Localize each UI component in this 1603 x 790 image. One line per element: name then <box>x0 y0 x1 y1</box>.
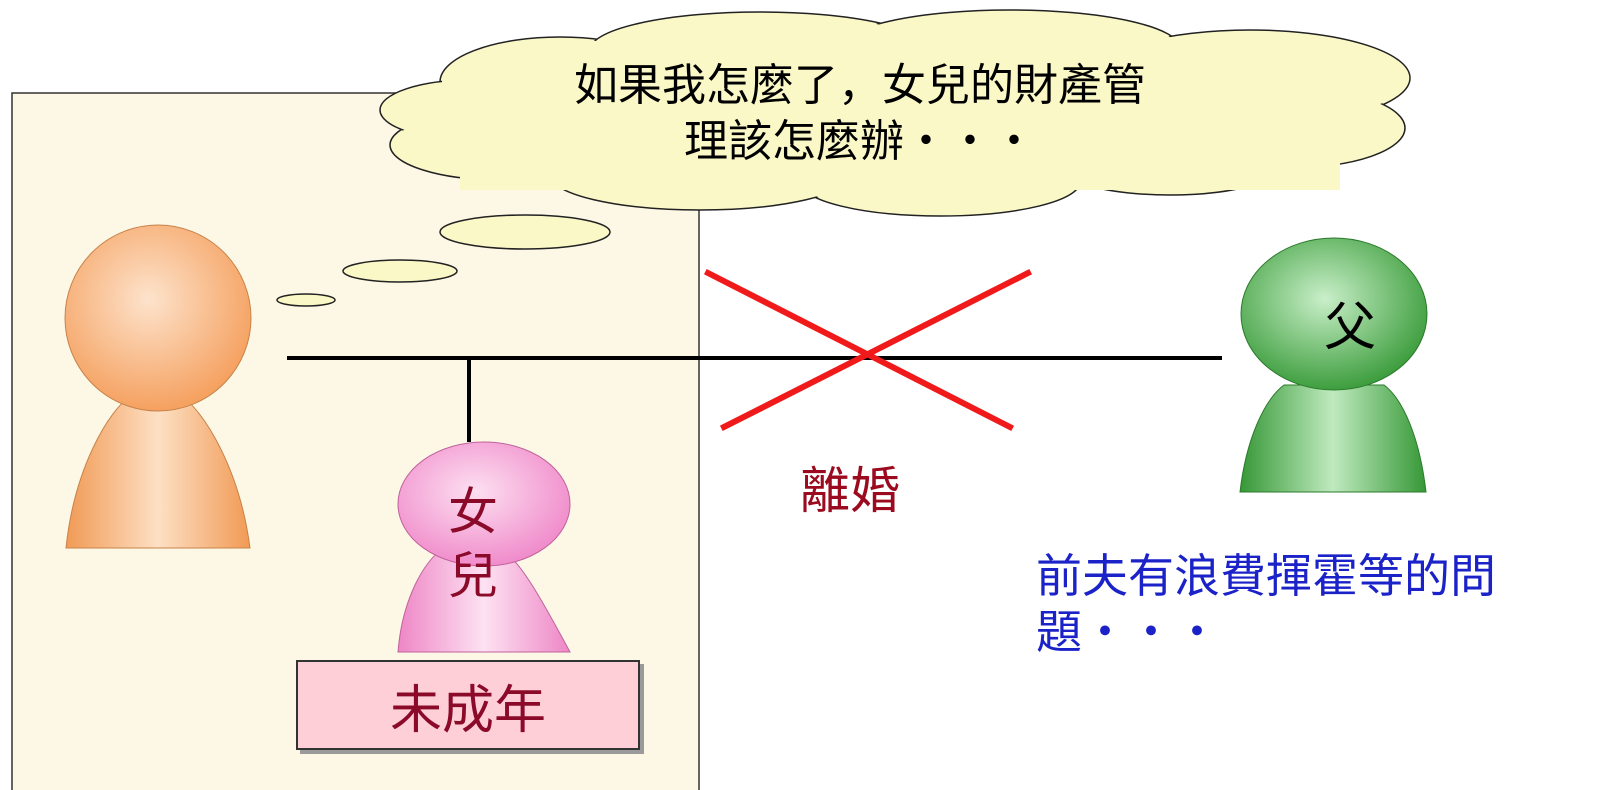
thought-text: 如果我怎麼了，女兒的財產管 理該怎麼辦・・・ <box>430 58 1290 170</box>
divorce-label: 離婚 <box>800 462 900 520</box>
problem-line-1: 前夫有浪費揮霍等的問 <box>1036 549 1496 603</box>
thought-bubble-large <box>439 214 611 250</box>
father-label: 父 <box>1323 298 1376 358</box>
minor-status-box: 未成年 <box>296 660 640 750</box>
mother-person-icon <box>64 224 252 549</box>
problem-line-2: 題・・・ <box>1036 605 1220 659</box>
cross-mark-icon <box>703 268 1033 432</box>
thought-bubble-small <box>276 293 336 307</box>
thought-bubble-medium <box>342 259 458 283</box>
daughter-label: 女 兒 <box>418 480 528 608</box>
father-person-icon <box>1239 237 1428 493</box>
daughter-person-icon <box>397 441 571 653</box>
thought-line-1: 如果我怎麼了，女兒的財產管 <box>574 60 1146 111</box>
ex-husband-problem-text: 前夫有浪費揮霍等的問 題・・・ <box>1036 548 1596 660</box>
thought-line-2: 理該怎麼辦・・・ <box>684 116 1036 167</box>
daughter-label-line-2: 兒 <box>448 547 498 605</box>
daughter-label-line-1: 女 <box>448 483 498 541</box>
thought-cloud-icon <box>379 9 1411 217</box>
